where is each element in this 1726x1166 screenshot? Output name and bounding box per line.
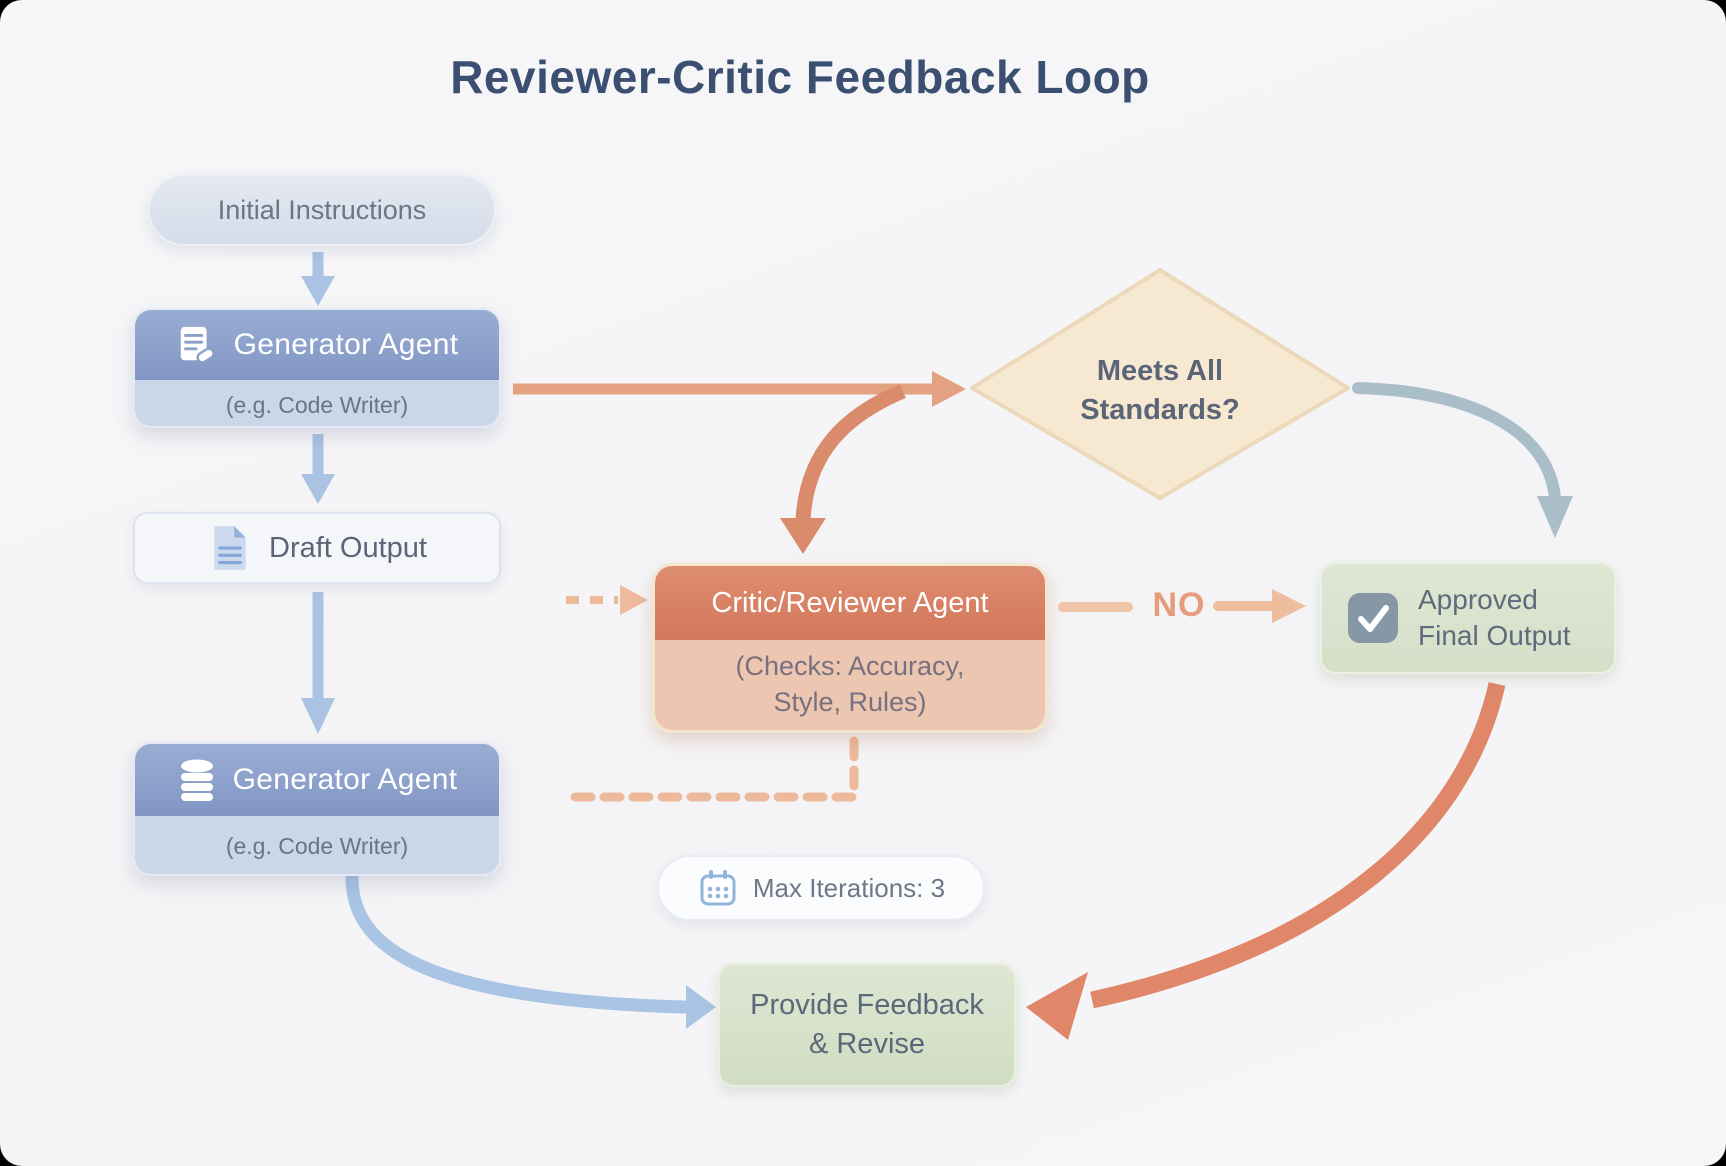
line-critic-to-generator-dashed xyxy=(563,736,859,802)
node-generator-agent-bottom: Generator Agent (e.g. Code Writer) xyxy=(133,742,501,876)
max-iterations-label: Max Iterations: 3 xyxy=(752,872,946,903)
arrow-draft-to-generator-bottom xyxy=(301,592,335,734)
draft-output-label: Draft Output xyxy=(269,531,427,564)
provide-feedback-label: Provide Feedback & Revise xyxy=(750,988,984,1060)
calendar-icon xyxy=(697,867,739,909)
generator-agent-bottom-sublabel: (e.g. Code Writer) xyxy=(135,816,499,874)
generator-agent-bottom-label: Generator Agent xyxy=(232,763,458,796)
edge-no-label: NO xyxy=(1152,586,1206,624)
node-initial-instructions: Initial Instructions xyxy=(148,174,496,246)
generator-agent-top-sublabel: (e.g. Code Writer) xyxy=(135,380,499,426)
critic-reviewer-sublabel: (Checks: Accuracy, Style, Rules) xyxy=(735,651,965,718)
arrow-approved-to-feedback xyxy=(1026,682,1506,1040)
arrow-decision-to-approved xyxy=(1352,382,1573,538)
document-icon xyxy=(207,523,251,573)
document-edit-icon xyxy=(176,324,218,366)
node-generator-agent-top: Generator Agent (e.g. Code Writer) xyxy=(133,308,501,428)
critic-reviewer-label: Critic/Reviewer Agent xyxy=(711,586,989,619)
node-decision-label: Meets All Standards? xyxy=(1080,355,1240,427)
approved-final-output-label: Approved Final Output xyxy=(1418,583,1571,651)
generator-agent-top-label: Generator Agent xyxy=(233,328,459,361)
critic-reviewer-sublabel-wrap: (Checks: Accuracy, Style, Rules) xyxy=(655,640,1045,730)
page-title: Reviewer-Critic Feedback Loop xyxy=(450,51,1150,103)
checkmark-icon xyxy=(1346,591,1400,645)
arrow-decision-branch-to-critic xyxy=(780,384,906,554)
generator-agent-top-header: Generator Agent xyxy=(135,310,499,380)
generator-agent-bottom-header: Generator Agent xyxy=(135,744,499,816)
arrow-generator-to-draft xyxy=(301,434,335,504)
node-critic-reviewer-agent: Critic/Reviewer Agent (Checks: Accuracy,… xyxy=(652,563,1048,733)
node-draft-output: Draft Output xyxy=(133,512,501,584)
node-provide-feedback: Provide Feedback & Revise xyxy=(718,963,1016,1087)
arrow-initial-to-generator xyxy=(301,252,335,306)
critic-reviewer-header: Critic/Reviewer Agent xyxy=(655,566,1045,640)
initial-instructions-label: Initial Instructions xyxy=(217,194,427,225)
arrow-draft-to-critic-dashed xyxy=(566,585,648,615)
node-max-iterations: Max Iterations: 3 xyxy=(657,855,985,921)
node-approved-final-output: Approved Final Output xyxy=(1320,562,1616,674)
arrow-generator-to-decision xyxy=(513,371,966,407)
database-icon xyxy=(177,758,217,802)
